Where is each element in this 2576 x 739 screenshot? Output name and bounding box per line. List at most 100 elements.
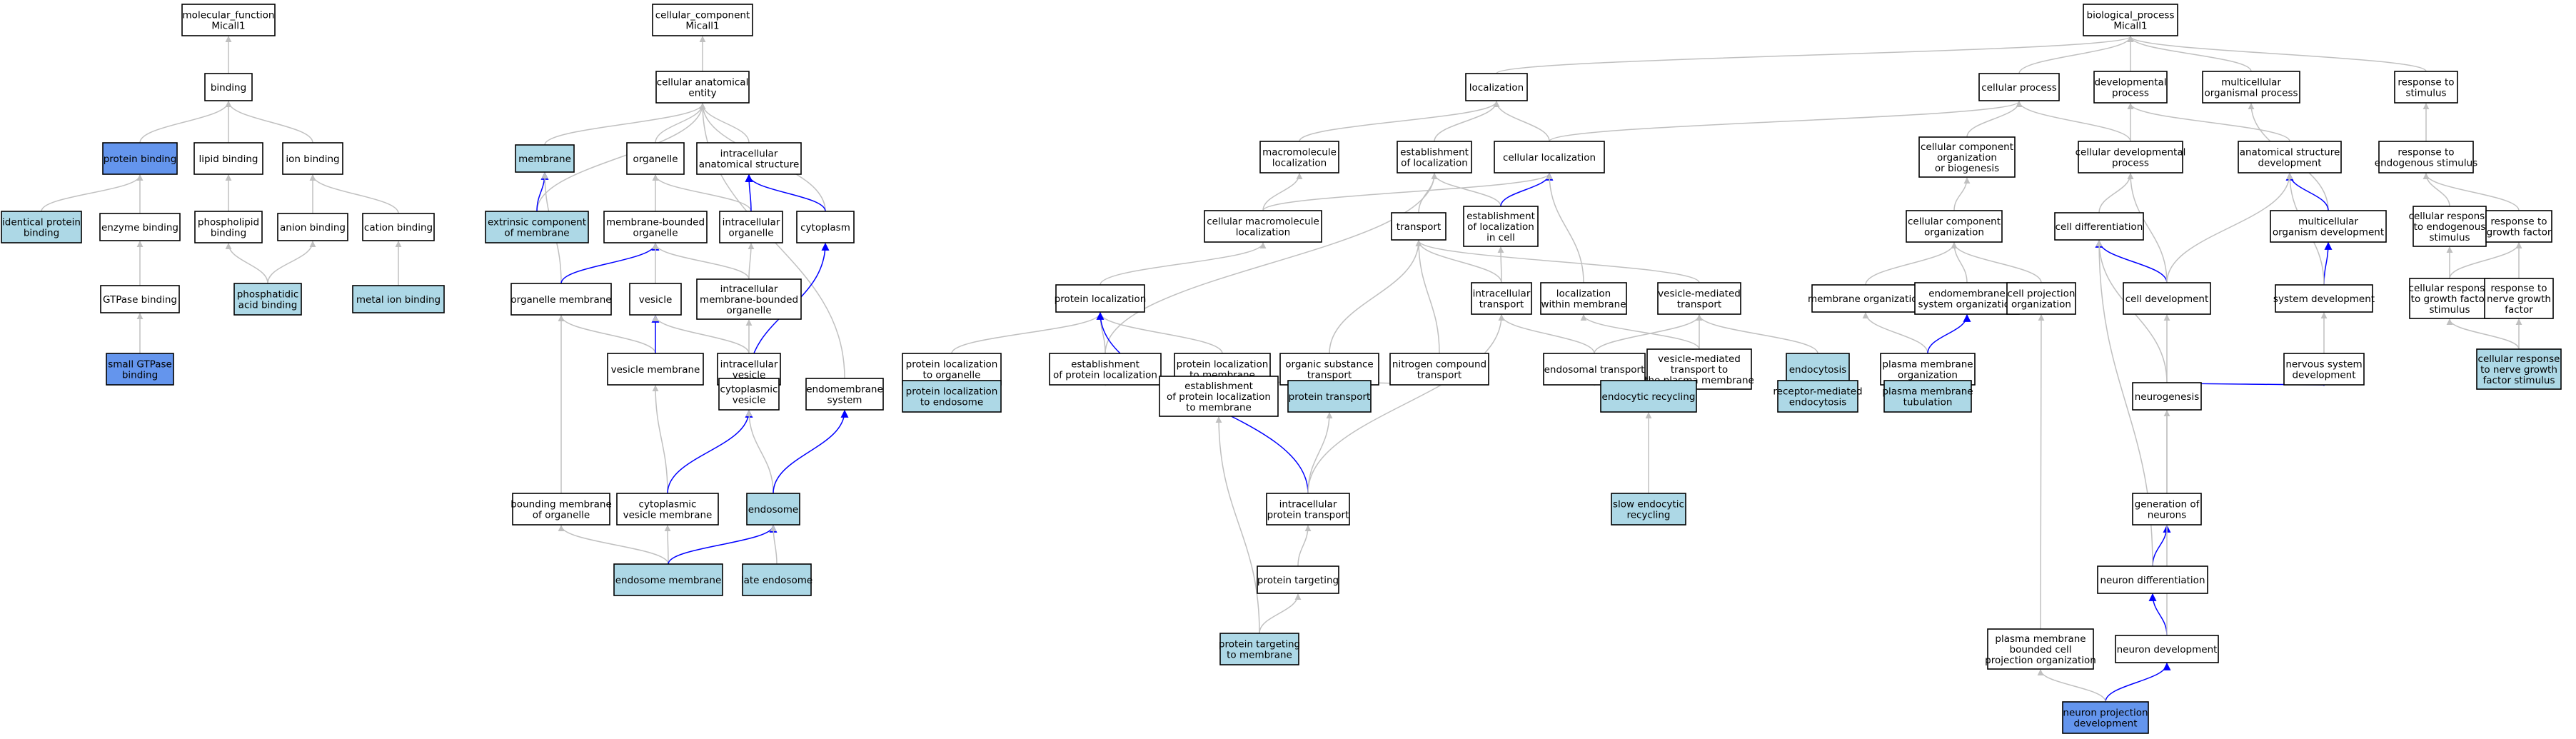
node-protein-targeting[interactable]: protein targeting (1257, 565, 1339, 594)
node-endocytosis[interactable]: endocytosis (1786, 353, 1850, 386)
node-endosome-membrane[interactable]: endosome membrane (613, 563, 723, 596)
node-label: receptor-mediated (1773, 386, 1862, 398)
edge-ipt-to-intracellular_transport (1307, 314, 1505, 494)
node-endosome[interactable]: endosome (746, 493, 800, 526)
node-box (1389, 353, 1489, 386)
node-cellular-process[interactable]: cellular process (1978, 73, 2060, 101)
edge-endosome-to-endomembrane_system (773, 409, 849, 494)
node-enzyme-binding[interactable]: enzyme binding (99, 213, 181, 241)
node-neuron-development[interactable]: neuron development (2115, 635, 2219, 663)
node-vesicle-membrane[interactable]: vesicle membrane (607, 353, 704, 386)
node-transport[interactable]: transport (1391, 212, 1447, 241)
node-lipid-binding[interactable]: lipid binding (193, 142, 263, 175)
node-label: nitrogen compound (1392, 359, 1486, 371)
node-late-endosome[interactable]: late endosome (741, 563, 812, 596)
node-anion-binding[interactable]: anion binding (277, 213, 348, 241)
node-membrane[interactable]: membrane (515, 144, 575, 173)
node-endosomal-transport[interactable]: endosomal transport (1543, 353, 1646, 386)
node-neuron-differentiation[interactable]: neuron differentiation (2097, 565, 2208, 594)
node-metal-ion-binding[interactable]: metal ion binding (352, 285, 445, 313)
node-endocytic-recycling[interactable]: endocytic recycling (1600, 380, 1697, 413)
node-protein-transport[interactable]: protein transport (1287, 380, 1372, 413)
node-membrane-organization[interactable]: membrane organization (1808, 284, 1923, 313)
node-ion-binding[interactable]: ion binding (282, 142, 343, 175)
node-binding[interactable]: binding (204, 73, 253, 101)
node-cation-binding[interactable]: cation binding (362, 213, 435, 241)
node-cytoplasm[interactable]: cytoplasm (796, 211, 855, 243)
node-cell-development[interactable]: cell development (2123, 282, 2211, 315)
node-cell-differentiation[interactable]: cell differentiation (2054, 212, 2144, 241)
node-protein-binding[interactable]: protein binding (102, 142, 178, 175)
node-protein-localization[interactable]: protein localization (1055, 284, 1147, 313)
node-box (616, 493, 719, 526)
node-box (2115, 635, 2219, 663)
node-system-development[interactable]: system development (2273, 284, 2375, 313)
node-cellular-localization[interactable]: cellular localization (1494, 141, 1605, 174)
node-organelle-membrane[interactable]: organelle membrane (510, 283, 612, 316)
node-label: neurons (2148, 510, 2187, 521)
node-gtpase-binding[interactable]: GTPase binding (100, 285, 180, 313)
node-organelle[interactable]: organelle (626, 142, 685, 175)
node-localization[interactable]: localization (1465, 73, 1528, 101)
node-vesicle[interactable]: vesicle (629, 283, 682, 316)
node-neurogenesis[interactable]: neurogenesis (2132, 382, 2202, 411)
